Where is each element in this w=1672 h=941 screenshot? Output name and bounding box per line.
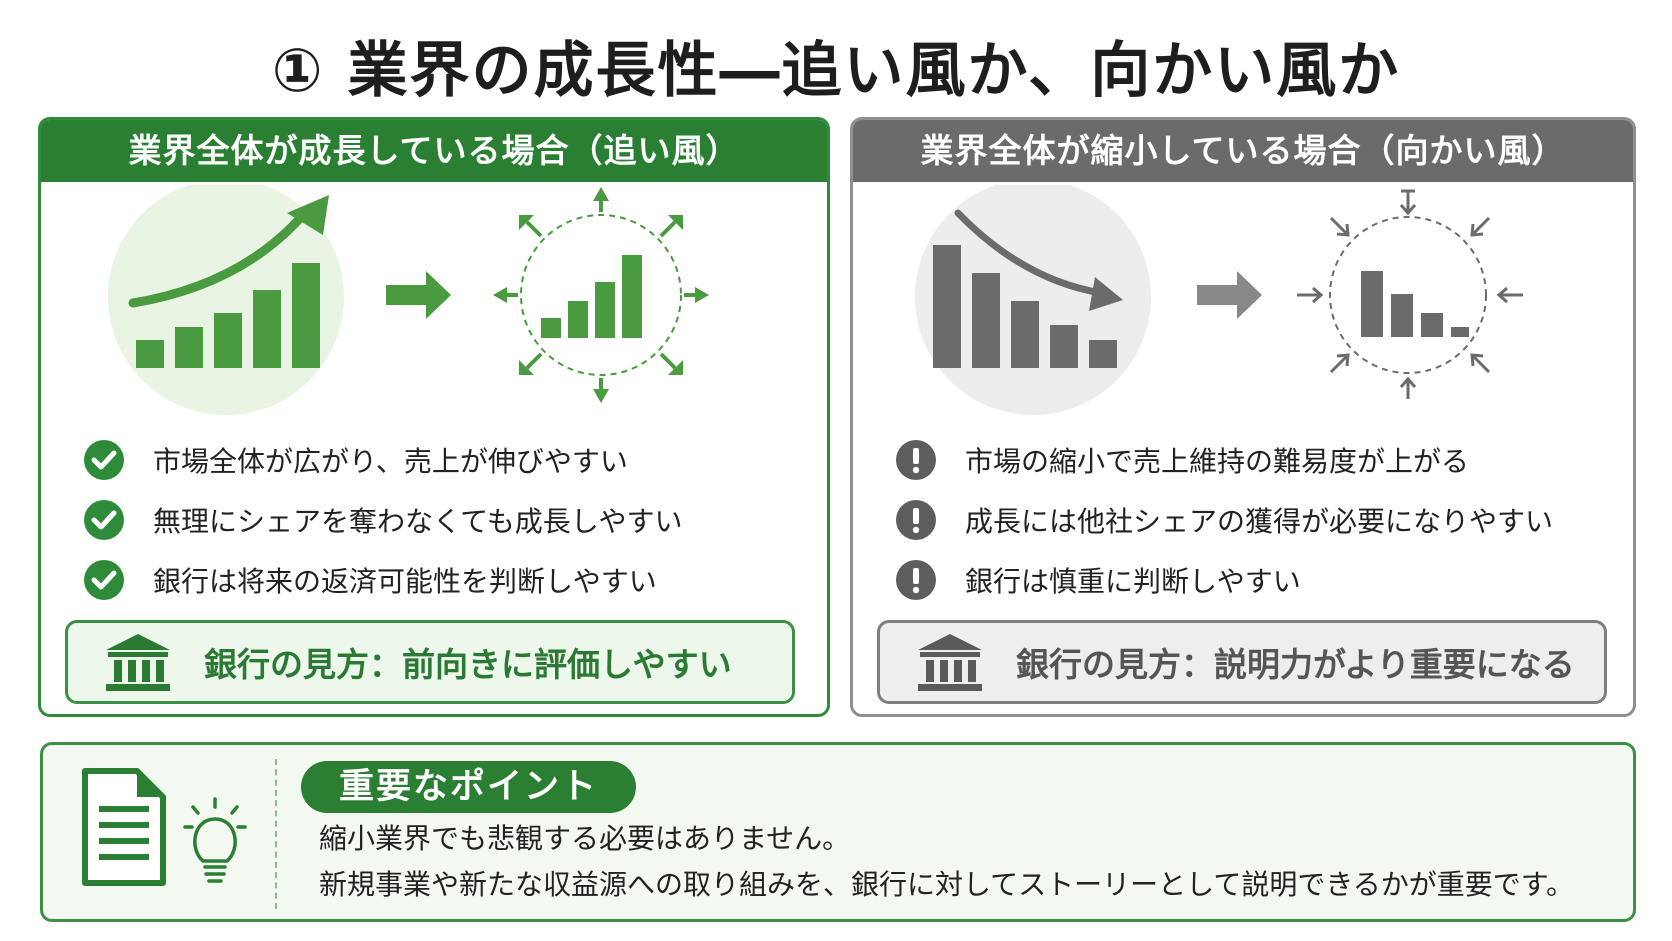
decline-panel: 業界全体が縮小している場合（向かい風） [850, 117, 1636, 717]
check-circle-icon [84, 560, 124, 600]
growth-bg-circle [108, 185, 344, 415]
exclamation-circle-icon [896, 500, 936, 540]
bank-view-text: 銀行の見方：前向きに評価しやすい [204, 645, 732, 684]
decline-panel-header: 業界全体が縮小している場合（向かい風） [853, 120, 1633, 182]
growth-bullet-list: 市場全体が広がり、売上が伸びやすい 無理にシェアを奪わなくても成長しやすい 銀行… [83, 430, 682, 610]
decline-trend-arrow-icon [954, 209, 1105, 297]
list-item: 銀行は慎重に判断しやすい [895, 550, 1553, 610]
lightbulb-icon [183, 797, 247, 883]
decline-bar-chart-icon [933, 245, 1117, 368]
bullet-text: 市場全体が広がり、売上が伸びやすい [153, 445, 628, 478]
bank-view-box: 銀行の見方：説明力がより重要になる [877, 620, 1607, 704]
check-circle-icon [84, 440, 124, 480]
shrinking-circle-icon [1297, 189, 1523, 399]
decline-bullet-list: 市場の縮小で売上維持の難易度が上がる 成長には他社シェアの獲得が必要になりやすい… [895, 430, 1553, 610]
bullet-text: 無理にシェアを奪わなくても成長しやすい [153, 505, 683, 538]
key-point-line: 縮小業界でも悲観する必要はありません。 [319, 822, 851, 855]
expanding-circle-icon [493, 187, 709, 403]
bank-view-text: 銀行の見方：説明力がより重要になる [1016, 645, 1575, 684]
check-circle-icon [84, 500, 124, 540]
document-icon [82, 768, 166, 886]
decline-illustration [915, 185, 1523, 415]
growth-trend-arrow-icon [128, 210, 308, 308]
growth-panel: 業界全体が成長している場合（追い風） [38, 117, 830, 717]
growth-panel-header: 業界全体が成長している場合（追い風） [41, 120, 827, 182]
exclamation-circle-icon [896, 560, 936, 600]
bank-view-box: 銀行の見方：前向きに評価しやすい [65, 620, 795, 704]
growth-illustration [108, 185, 709, 415]
page-title: ① 業界の成長性―追い風か、向かい風か [271, 36, 1401, 106]
bullet-text: 銀行は将来の返済可能性を判断しやすい [153, 565, 657, 598]
right-arrow-icon [386, 271, 451, 319]
growth-bar-chart-icon [136, 263, 320, 368]
list-item: 市場の縮小で売上維持の難易度が上がる [895, 430, 1553, 490]
bank-icon [918, 634, 982, 691]
bank-icon [106, 634, 170, 691]
bullet-text: 市場の縮小で売上維持の難易度が上がる [965, 445, 1470, 478]
exclamation-circle-icon [896, 440, 936, 480]
key-point-box: 重要なポイント 縮小業界でも悲観する必要はありません。 新規事業や新たな収益源へ… [40, 742, 1636, 922]
key-point-line: 新規事業や新たな収益源への取り組みを、銀行に対してストーリーとして説明できるかが… [319, 868, 1574, 901]
list-item: 市場全体が広がり、売上が伸びやすい [83, 430, 682, 490]
key-point-label: 重要なポイント [301, 761, 637, 813]
bullet-text: 銀行は慎重に判断しやすい [965, 565, 1301, 598]
right-arrow-icon [1197, 271, 1262, 319]
list-item: 銀行は将来の返済可能性を判断しやすい [83, 550, 682, 610]
bullet-text: 成長には他社シェアの獲得が必要になりやすい [965, 505, 1554, 538]
divider [275, 759, 277, 909]
list-item: 無理にシェアを奪わなくても成長しやすい [83, 490, 682, 550]
list-item: 成長には他社シェアの獲得が必要になりやすい [895, 490, 1553, 550]
